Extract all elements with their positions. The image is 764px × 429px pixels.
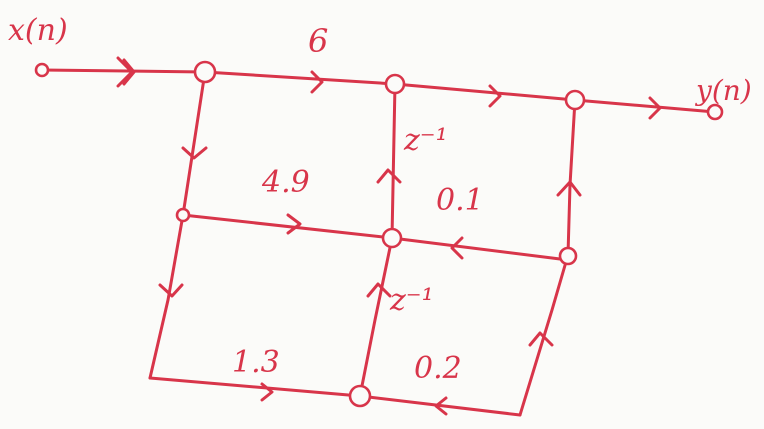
middle-right-node	[558, 246, 578, 266]
output-side-arrow	[648, 96, 662, 120]
gain-label-bottom-right: 0.2	[414, 351, 462, 386]
output-signal-label: y(n)	[694, 74, 752, 107]
center-up-arrow-1	[376, 168, 402, 184]
delay-label-upper: z⁻¹	[403, 123, 448, 158]
middle-left-arrow	[450, 236, 464, 260]
bottom-left-arrow	[434, 396, 448, 416]
bottom-center-node	[348, 384, 372, 408]
bottom-right-arrow	[260, 382, 274, 402]
input-signal-label: x(n)	[8, 13, 68, 48]
right-up-arrow-1	[556, 180, 582, 197]
input-node	[34, 62, 50, 78]
center-vertical-line	[358, 82, 397, 398]
top-line	[203, 70, 717, 114]
top-arrow-1	[310, 70, 324, 94]
delay-label-lower: z⁻¹	[389, 283, 434, 318]
middle-center-node	[381, 227, 403, 249]
middle-right-arrow	[286, 213, 302, 235]
bottom-horizontal-line	[148, 376, 522, 417]
input-arrow	[116, 56, 136, 88]
left-down-arrow-2	[158, 283, 184, 298]
left-vertical-line	[148, 70, 207, 380]
top-arrow-2	[488, 84, 502, 108]
top-left-node	[193, 60, 217, 84]
right-up-arrow-2	[528, 331, 554, 347]
center-up-arrow-2	[366, 282, 392, 298]
input-line	[40, 68, 207, 74]
left-down-arrow-1	[181, 146, 208, 160]
gain-label-middle-right: 0.1	[436, 183, 484, 218]
gain-label-bottom-left: 1.3	[232, 345, 280, 380]
top-center-node	[384, 73, 406, 95]
top-right-node	[564, 89, 586, 111]
gain-label-top: 6	[308, 22, 328, 60]
middle-left-node	[175, 207, 191, 223]
gain-label-middle-left: 4.9	[261, 165, 310, 200]
middle-horizontal-line	[181, 213, 570, 262]
output-node	[706, 103, 724, 121]
